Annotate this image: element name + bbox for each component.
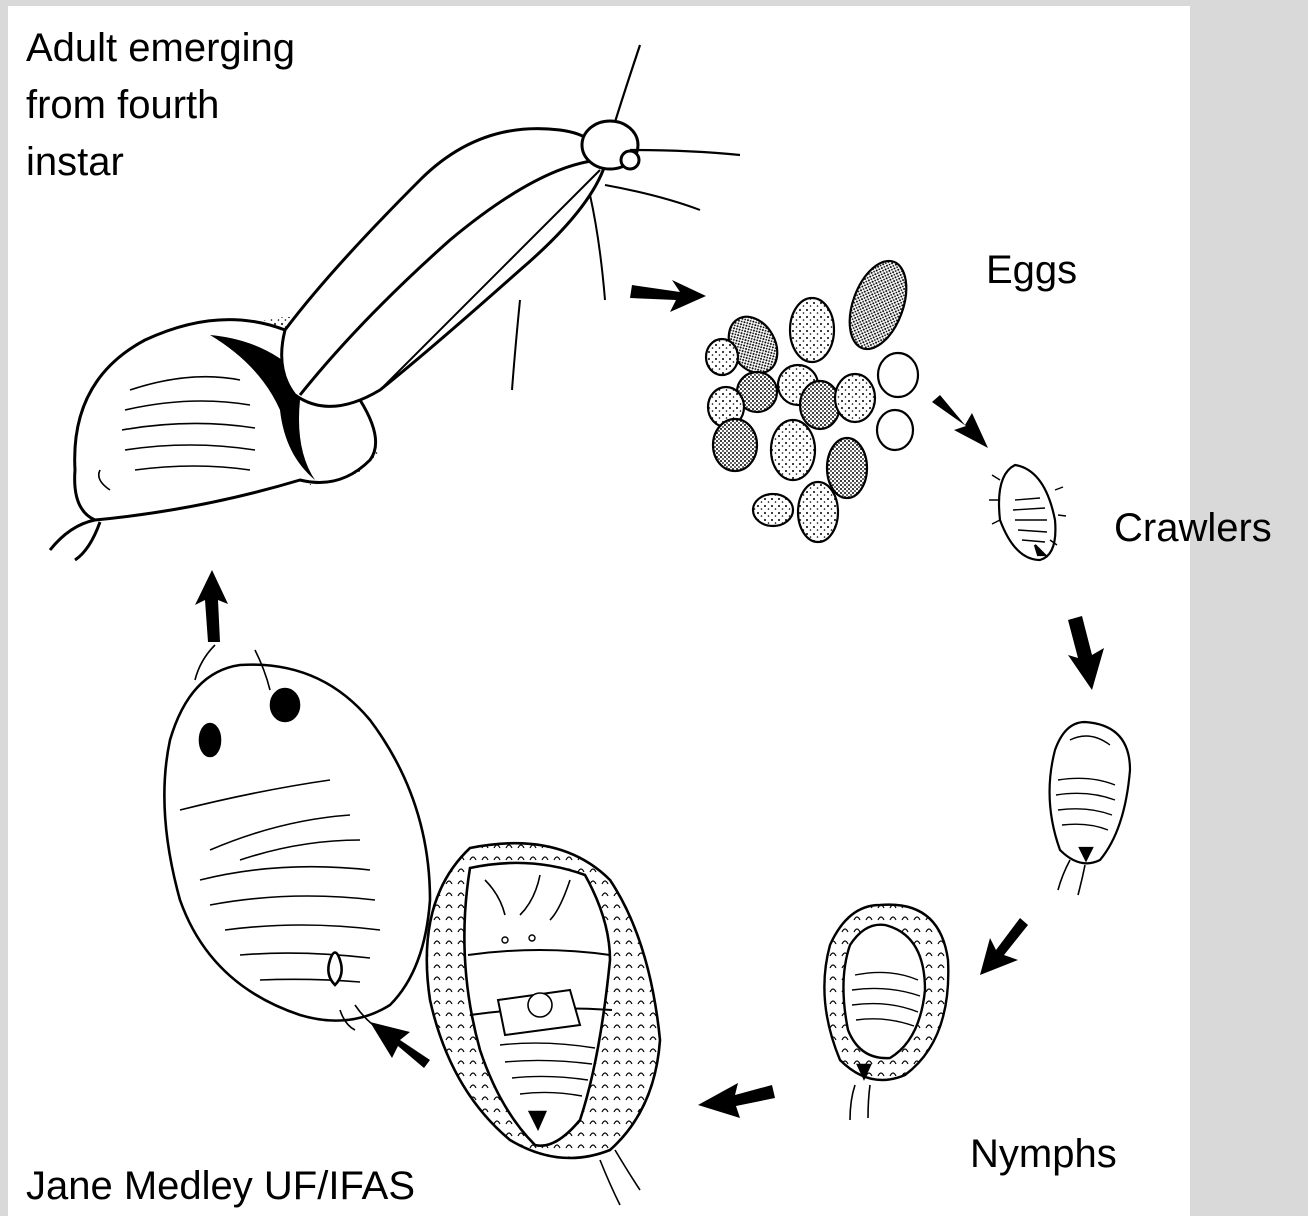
label-adult-emerging: Adult emerging from fourth instar [26, 20, 386, 191]
label-eggs: Eggs [986, 246, 1077, 294]
eggs-cluster [706, 253, 918, 542]
fourth-instar-figure [427, 843, 660, 1205]
late-fourth-instar-figure [164, 645, 430, 1030]
label-crawlers: Crawlers [1114, 504, 1272, 552]
arrow-nymph-to-fourth-instar [698, 1083, 775, 1118]
crawler-figure [989, 465, 1066, 560]
nymph-figure-1 [1050, 722, 1130, 895]
arrow-to-adult [195, 570, 228, 642]
image-credit: Jane Medley UF/IFAS [26, 1162, 415, 1210]
arrow-nymph-to-nymph [980, 918, 1028, 975]
arrow-adult-to-eggs [630, 280, 706, 312]
nymph-figure-2 [824, 905, 948, 1120]
label-nymphs: Nymphs [970, 1130, 1117, 1178]
arrow-eggs-to-crawlers [932, 395, 988, 448]
arrow-crawlers-to-nymphs [1068, 616, 1104, 690]
